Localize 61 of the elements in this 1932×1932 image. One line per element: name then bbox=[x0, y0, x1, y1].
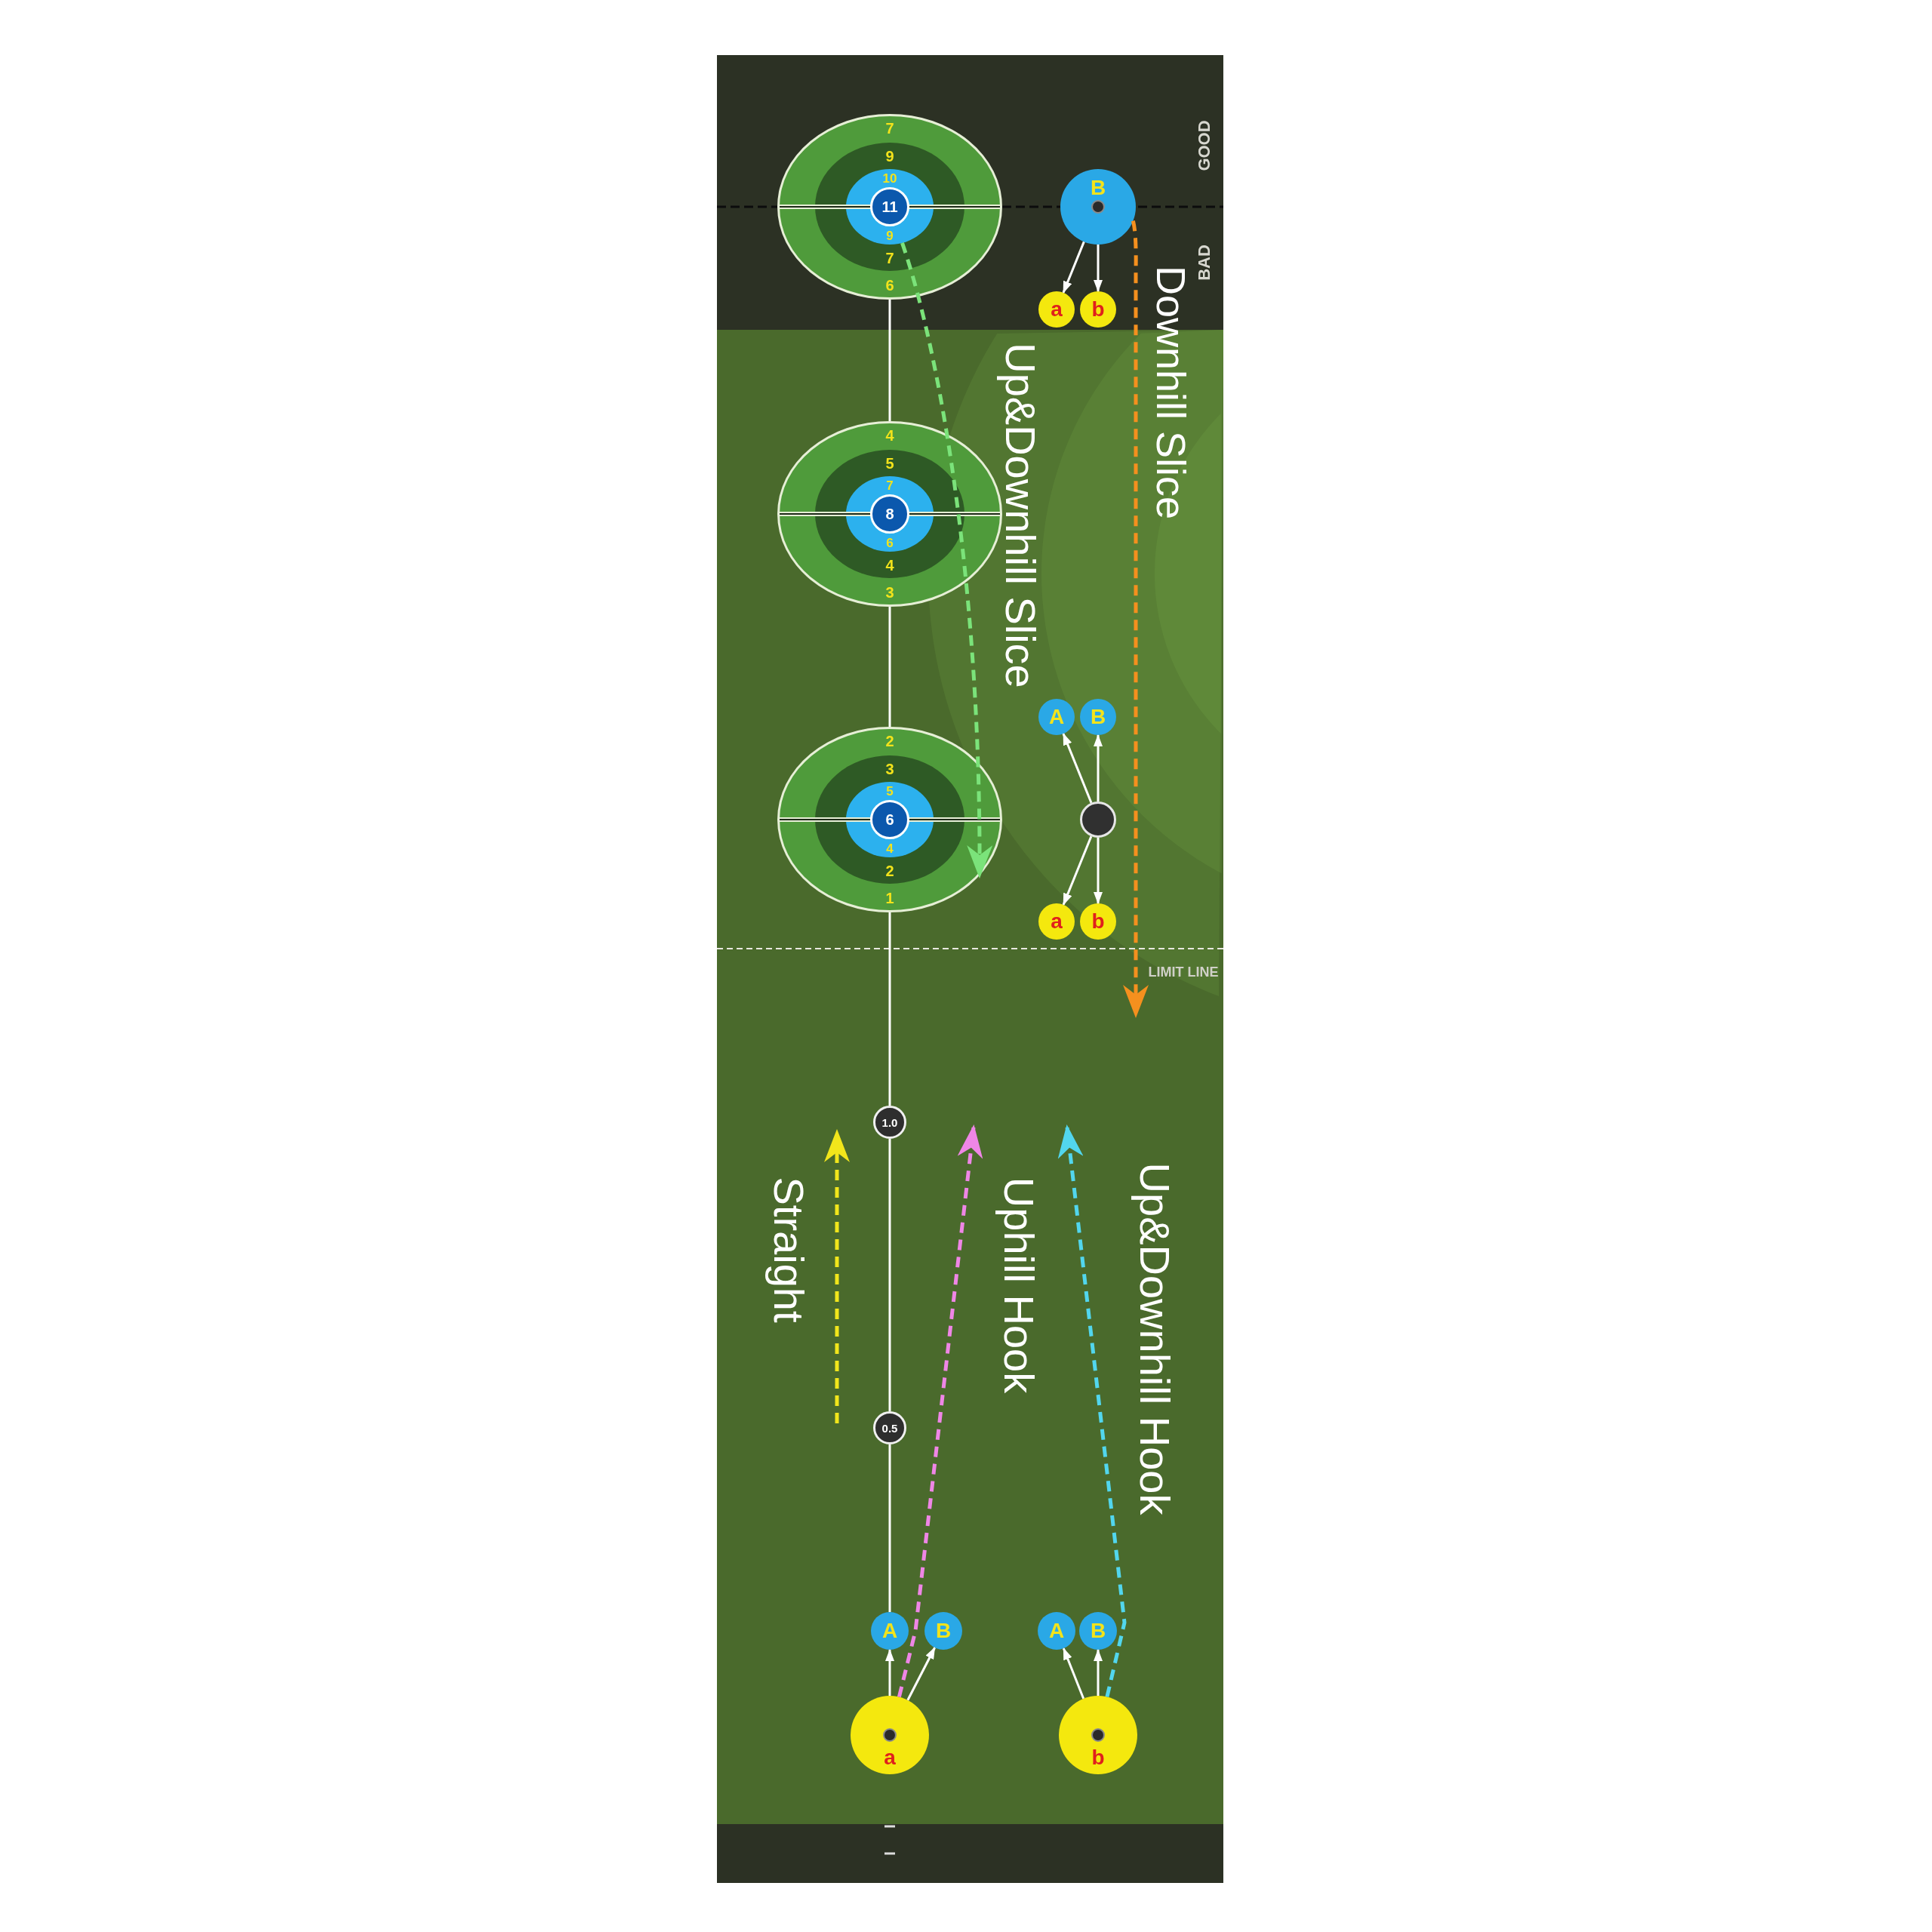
score-number: 5 bbox=[885, 455, 894, 471]
limit-label: LIMIT LINE bbox=[1148, 965, 1219, 979]
marker-letter: B bbox=[1090, 706, 1106, 728]
guide-line bbox=[888, 607, 891, 727]
score-number: 11 bbox=[881, 199, 898, 214]
score-number: 7 bbox=[886, 478, 894, 492]
score-number: 6 bbox=[886, 536, 894, 549]
arrow bbox=[1062, 835, 1093, 906]
score-number: 4 bbox=[886, 841, 894, 855]
arrow bbox=[1094, 734, 1103, 801]
arrow bbox=[1062, 241, 1085, 294]
arrow bbox=[1094, 838, 1103, 904]
marker-letter: b bbox=[1091, 299, 1105, 320]
zone-label: BAD bbox=[1196, 245, 1213, 281]
arrow bbox=[1062, 733, 1093, 804]
score-number: 1 bbox=[885, 891, 894, 906]
arrow bbox=[1094, 245, 1103, 292]
marker-letter: b bbox=[1091, 911, 1105, 932]
guide-line bbox=[888, 912, 891, 1106]
marker-letter: b bbox=[1091, 1747, 1105, 1768]
score-number: 9 bbox=[886, 229, 894, 242]
score-number: 9 bbox=[885, 148, 894, 164]
distance-label: 0.5 bbox=[881, 1422, 898, 1434]
arrow bbox=[1094, 1649, 1103, 1696]
arrow bbox=[1062, 1647, 1085, 1700]
score-number: 5 bbox=[886, 784, 894, 798]
score-number: 4 bbox=[885, 428, 894, 443]
zone-label: GOOD bbox=[1196, 120, 1213, 171]
score-number: 10 bbox=[882, 171, 897, 185]
distance-label: 1.0 bbox=[881, 1116, 898, 1128]
score-number: 6 bbox=[885, 278, 894, 293]
score-number: 3 bbox=[885, 761, 894, 777]
arrow bbox=[885, 1649, 894, 1696]
guide-line bbox=[888, 1139, 891, 1411]
score-number: 3 bbox=[885, 585, 894, 600]
score-number: 7 bbox=[885, 250, 894, 266]
marker-letter: A bbox=[881, 1620, 898, 1641]
score-number: 6 bbox=[885, 812, 894, 827]
score-number: 4 bbox=[885, 557, 894, 573]
score-number: 2 bbox=[885, 863, 894, 878]
dashed-arrow bbox=[1057, 1124, 1127, 1697]
dashed-arrow bbox=[897, 1124, 983, 1698]
guide-line bbox=[888, 1444, 891, 1612]
target-center bbox=[870, 187, 909, 226]
marker-letter: B bbox=[935, 1620, 952, 1641]
target-center bbox=[870, 494, 909, 534]
guide-line bbox=[888, 300, 891, 421]
score-number: 8 bbox=[885, 506, 894, 521]
marker-letter: a bbox=[1051, 911, 1063, 932]
score-number: 2 bbox=[885, 734, 894, 749]
marker-letter: A bbox=[1048, 706, 1065, 728]
score-number: 7 bbox=[885, 121, 894, 136]
marker-letter: A bbox=[1048, 1620, 1065, 1641]
marker-letter: a bbox=[884, 1747, 896, 1768]
target-center bbox=[870, 800, 909, 839]
marker-letter: a bbox=[1051, 299, 1063, 320]
dashed-arrow bbox=[900, 242, 992, 879]
dashed-arrow bbox=[1123, 220, 1149, 1018]
marker-letter: B bbox=[1090, 1620, 1106, 1641]
arrow bbox=[906, 1647, 936, 1701]
marker-letter: B bbox=[1090, 177, 1106, 198]
